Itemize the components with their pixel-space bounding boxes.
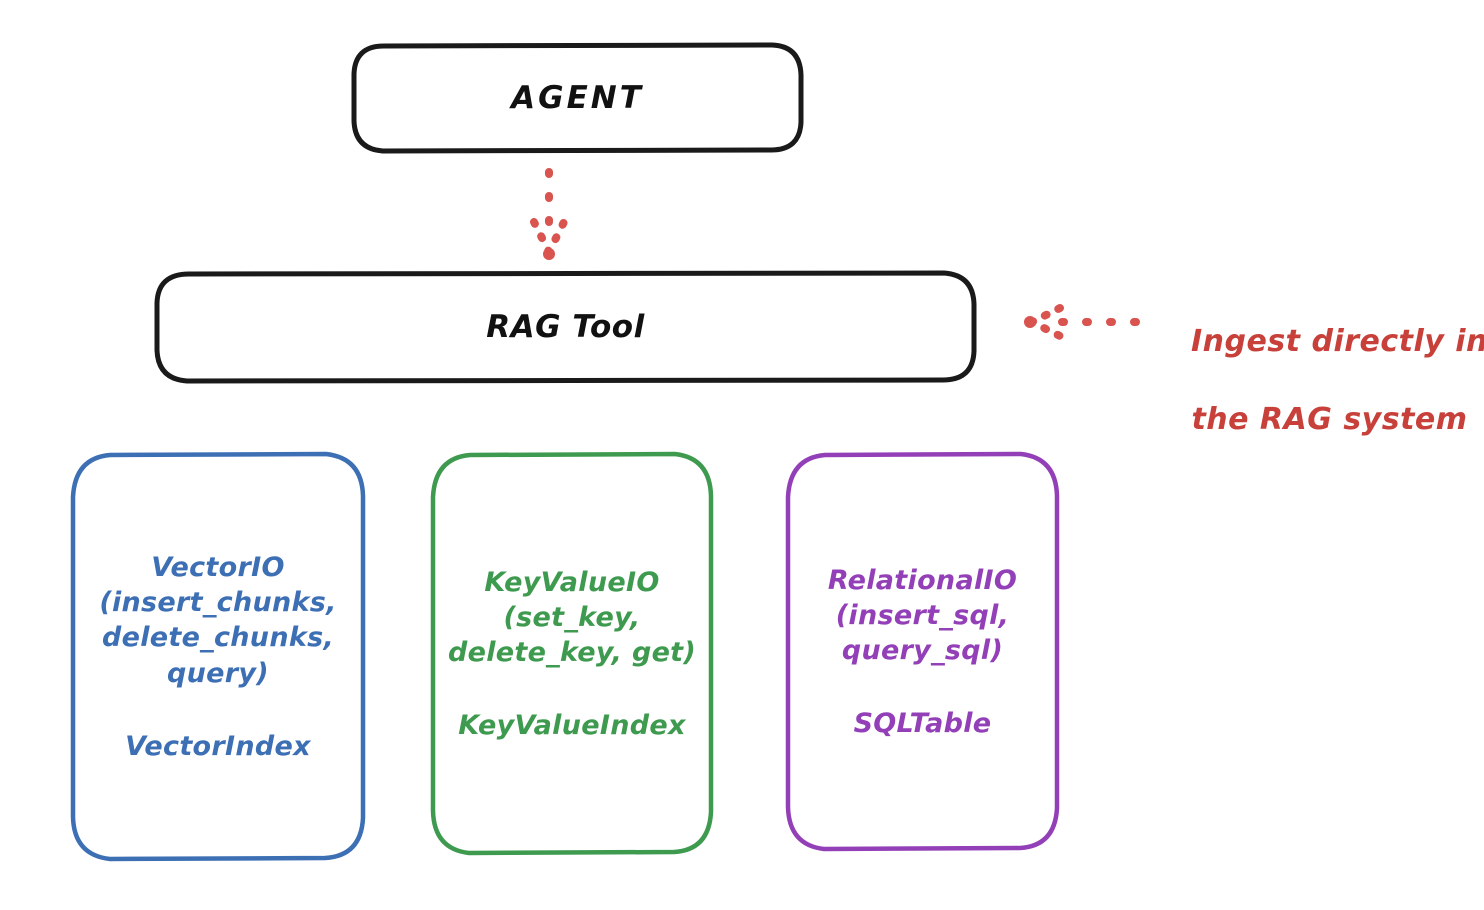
node-vectorio-text: VectorIO (insert_chunks, delete_chunks, … <box>99 550 336 763</box>
annotation-ingest-directly: Ingest directly into the RAG system <box>1148 283 1484 478</box>
node-keyvalueio-primary-line-2: (set_key, <box>503 601 641 633</box>
node-vectorio-frame-icon <box>70 452 366 862</box>
node-relationalio[interactable]: RelationalIO (insert_sql, query_sql) SQL… <box>785 452 1060 852</box>
connector-annotation-to-rag-tool-icon <box>1024 304 1140 340</box>
node-rag-tool-frame-icon <box>155 271 976 383</box>
node-keyvalueio[interactable]: KeyValueIO (set_key, delete_key, get) Ke… <box>430 452 714 856</box>
node-vectorio[interactable]: VectorIO (insert_chunks, delete_chunks, … <box>70 452 366 862</box>
node-keyvalueio-secondary-line-1: KeyValueIndex <box>458 710 686 742</box>
node-vectorio-primary-line-2: (insert_chunks, <box>99 587 337 619</box>
node-relationalio-secondary: SQLTable <box>828 706 1017 741</box>
node-agent[interactable]: AGENT <box>352 43 803 153</box>
node-vectorio-primary-line-1: VectorIO <box>151 552 285 584</box>
node-keyvalueio-primary-line-3: delete_key, get) <box>447 637 697 668</box>
node-relationalio-text: RelationalIO (insert_sql, query_sql) SQL… <box>828 563 1017 741</box>
node-relationalio-primary-line-3: query_sql) <box>841 635 1004 666</box>
connector-agent-to-rag-tool-icon <box>530 168 568 260</box>
node-agent-frame-icon <box>352 43 803 153</box>
node-keyvalueio-frame-icon <box>430 452 714 856</box>
node-vectorio-primary: VectorIO (insert_chunks, delete_chunks, … <box>99 550 336 690</box>
node-relationalio-primary: RelationalIO (insert_sql, query_sql) <box>828 563 1017 668</box>
node-rag-tool[interactable]: RAG Tool <box>155 271 976 383</box>
node-vectorio-secondary: VectorIndex <box>99 729 336 764</box>
node-agent-label: AGENT <box>511 80 644 116</box>
node-keyvalueio-secondary: KeyValueIndex <box>448 708 696 743</box>
node-keyvalueio-text: KeyValueIO (set_key, delete_key, get) Ke… <box>448 565 696 743</box>
node-relationalio-frame-icon <box>785 452 1060 852</box>
node-vectorio-primary-line-4: query) <box>167 657 269 689</box>
node-keyvalueio-primary: KeyValueIO (set_key, delete_key, get) <box>448 565 696 670</box>
annotation-line-2: the RAG system <box>1191 402 1468 437</box>
node-rag-tool-label: RAG Tool <box>486 309 645 345</box>
node-relationalio-secondary-line-1: SQLTable <box>853 708 992 740</box>
node-vectorio-primary-line-3: delete_chunks, <box>101 622 335 654</box>
node-vectorio-secondary-line-1: VectorIndex <box>125 730 311 762</box>
annotation-line-1: Ingest directly into <box>1190 324 1484 359</box>
node-relationalio-primary-line-2: (insert_sql, <box>835 599 1010 631</box>
node-keyvalueio-primary-line-1: KeyValueIO <box>484 566 660 598</box>
node-relationalio-primary-line-1: RelationalIO <box>827 564 1018 596</box>
